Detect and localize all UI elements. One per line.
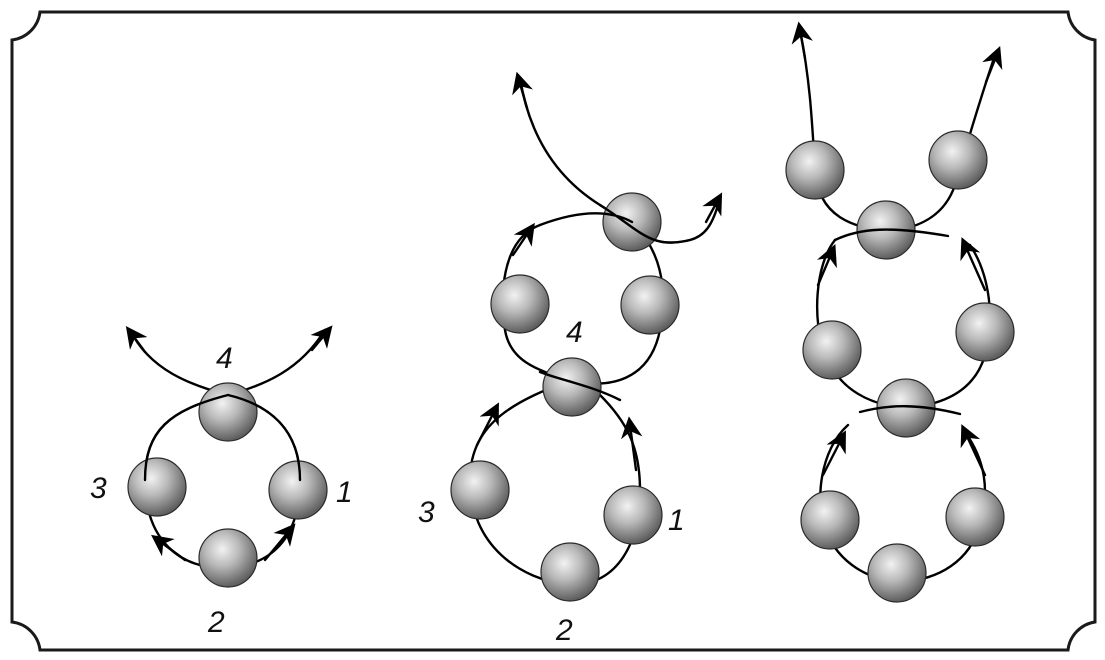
arrow-top-left: [791, 21, 813, 60]
strand-crossing-top: [833, 228, 950, 242]
strand-crossing-mid: [858, 405, 962, 416]
bead-lower-left: [800, 490, 860, 550]
arrow-lower-left: [821, 430, 846, 477]
arrow-lower-left: [475, 402, 499, 447]
arrow-upper-left: [816, 244, 837, 287]
bead-upper-left: [802, 320, 862, 380]
bead-top-right: [928, 130, 988, 190]
bead-1: [268, 460, 328, 520]
diagram-1: 4 3 1 2: [90, 325, 353, 639]
bead-4: [542, 357, 602, 417]
arrow-upper-right: [960, 237, 987, 292]
label-2: 2: [207, 606, 225, 639]
arrow-upper-loop: [511, 222, 535, 257]
strand-overlay-top: [538, 203, 692, 244]
arrow-lower-right: [960, 424, 987, 477]
bead-4: [198, 382, 258, 442]
label-1: 1: [668, 504, 685, 537]
label-4: 4: [566, 316, 583, 349]
bead-upper-right: [955, 302, 1015, 362]
loop-path-overlay: [143, 393, 302, 482]
bead-bottom: [867, 543, 927, 603]
label-1: 1: [336, 476, 353, 509]
bead-2: [198, 528, 258, 588]
bead-3: [450, 460, 510, 520]
bead-upper-left: [490, 274, 550, 334]
diagram-3: [785, 21, 1015, 603]
bead-1: [603, 485, 663, 545]
label-3: 3: [90, 472, 107, 505]
arrow-top-right: [702, 192, 723, 224]
arrow-top-right: [982, 45, 1003, 84]
bead-upper-right: [620, 275, 680, 335]
diagram-2: 4 3 1 2: [418, 71, 723, 647]
arrow-right-out: [310, 325, 333, 352]
bead-top-left: [785, 140, 845, 200]
bead-3: [127, 457, 187, 517]
arrow-left-out: [125, 326, 148, 354]
arrow-lower-right: [621, 416, 643, 472]
bead-2: [540, 542, 600, 602]
arrow-top-left: [512, 71, 533, 110]
arrow-bottom-left: [151, 534, 187, 562]
arrow-bottom-right: [263, 523, 296, 562]
label-4: 4: [216, 342, 233, 375]
strand-overlay-mid: [538, 370, 622, 402]
label-3: 3: [418, 496, 435, 529]
bead-lower-right: [945, 487, 1005, 547]
label-2: 2: [555, 614, 573, 647]
